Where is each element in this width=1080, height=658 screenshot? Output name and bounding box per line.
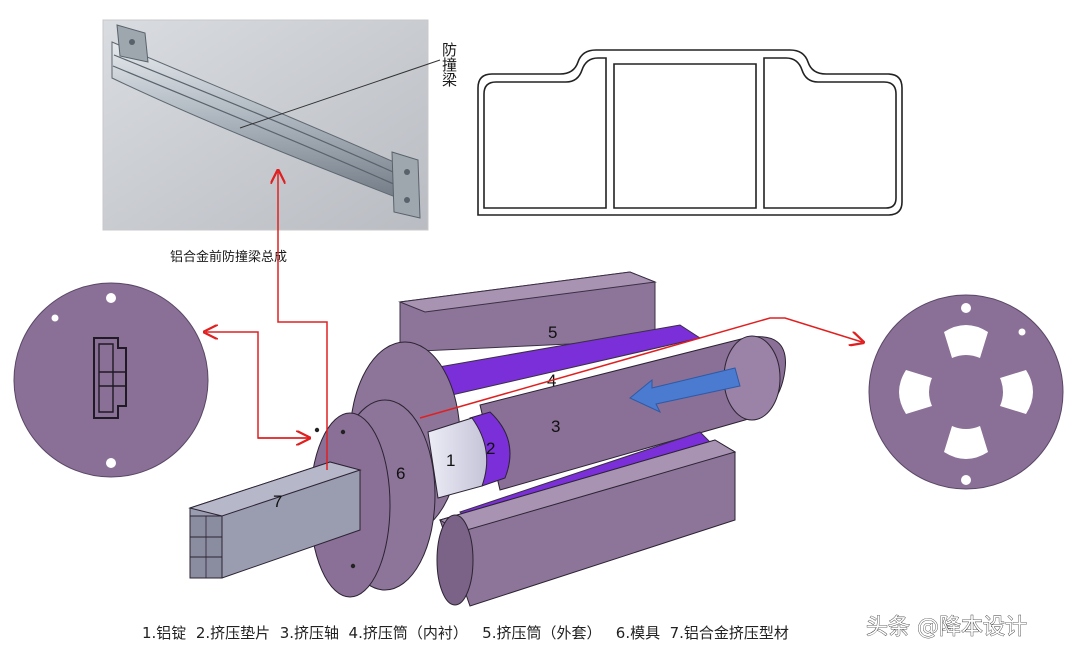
watermark: 头条 @降本设计: [866, 615, 1027, 640]
photo-caption: 铝合金前防撞梁总成: [170, 249, 287, 265]
profile-cross-section: [477, 49, 903, 216]
callout-die: 6: [396, 464, 405, 483]
die-face-disc: [13, 282, 209, 478]
callout-pad: 2: [486, 439, 495, 458]
parts-legend: 1.铝锭 2.挤压垫片 3.挤压轴 4.挤压筒（内衬） 5.挤压筒（外套） 6.…: [142, 624, 789, 642]
press-assembly: [188, 271, 786, 607]
callout-stem: 3: [551, 417, 560, 436]
beam-label: 防撞梁: [440, 42, 458, 87]
red-connector-lines: [206, 172, 862, 470]
callout-outer-sleeve: 5: [548, 323, 557, 342]
pad-face-disc: [868, 294, 1064, 490]
callout-profile: 7: [273, 492, 282, 511]
bumper-beam-photo: [102, 19, 441, 231]
callout-billet: 1: [446, 451, 455, 470]
